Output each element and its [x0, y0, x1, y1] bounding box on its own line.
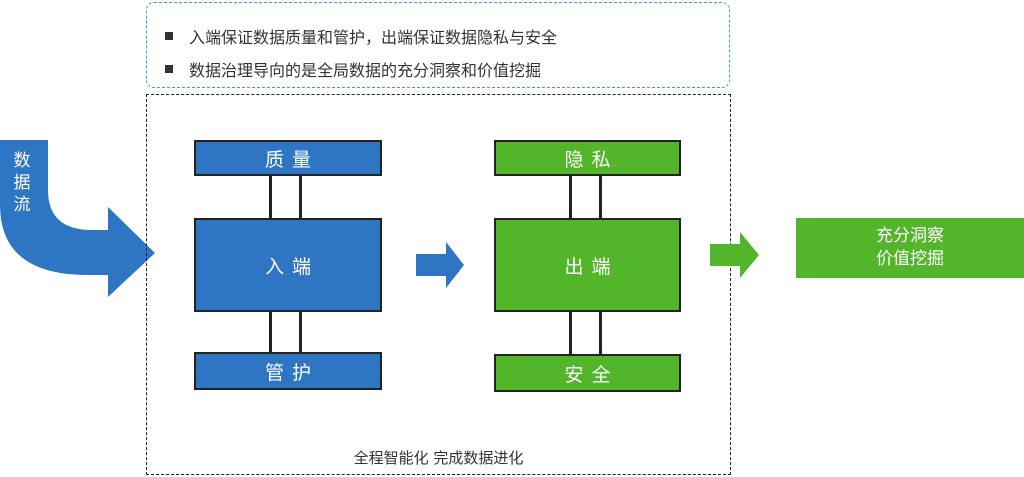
insight-value-box: 充分洞察 价值挖掘 — [796, 218, 1024, 278]
connector-line — [299, 176, 302, 218]
square-bullet-icon — [165, 32, 173, 40]
custody-label: 管护 — [264, 361, 319, 384]
connector-line — [269, 312, 272, 352]
outbound-label: 出端 — [564, 255, 619, 278]
connector-line — [299, 312, 302, 352]
result-line: 充分洞察 — [876, 226, 944, 246]
bullet-item: 数据治理导向的是全局数据的充分洞察和价值挖掘 — [165, 57, 541, 81]
connector-line — [569, 176, 572, 218]
right-arrow-icon — [416, 242, 464, 288]
bullet-text: 入端保证数据质量和管护，出端保证数据隐私与安全 — [189, 28, 558, 47]
privacy-label: 隐私 — [564, 148, 619, 171]
right-arrow-icon — [710, 232, 759, 278]
summary-box: 入端保证数据质量和管护，出端保证数据隐私与安全 数据治理导向的是全局数据的充分洞… — [146, 2, 730, 88]
data-flow-arrow-icon — [0, 140, 155, 297]
custody-box: 管护 — [194, 352, 382, 390]
result-line: 价值挖掘 — [876, 249, 944, 269]
flow-label-char: 流 — [13, 195, 31, 215]
bullet-text: 数据治理导向的是全局数据的充分洞察和价值挖掘 — [189, 61, 542, 80]
frame-caption: 全程智能化 完成数据进化 — [353, 449, 524, 467]
square-bullet-icon — [165, 65, 173, 73]
security-box: 安全 — [494, 354, 681, 392]
security-label: 安全 — [564, 363, 619, 386]
flow-label-char: 据 — [13, 173, 31, 193]
connector-line — [269, 176, 272, 218]
inbound-box: 入端 — [194, 218, 382, 312]
inbound-label: 入端 — [264, 255, 319, 278]
connector-line — [569, 312, 572, 354]
quality-label: 质量 — [264, 148, 319, 171]
connector-line — [599, 176, 602, 218]
quality-box: 质量 — [194, 140, 382, 176]
process-frame: 全程智能化 完成数据进化 — [146, 94, 731, 475]
bullet-item: 入端保证数据质量和管护，出端保证数据隐私与安全 — [165, 24, 557, 48]
privacy-box: 隐私 — [494, 140, 681, 176]
flow-label: 数 据 流 — [12, 150, 32, 216]
outbound-box: 出端 — [494, 218, 681, 312]
connector-line — [599, 312, 602, 354]
flow-label-char: 数 — [13, 151, 31, 171]
